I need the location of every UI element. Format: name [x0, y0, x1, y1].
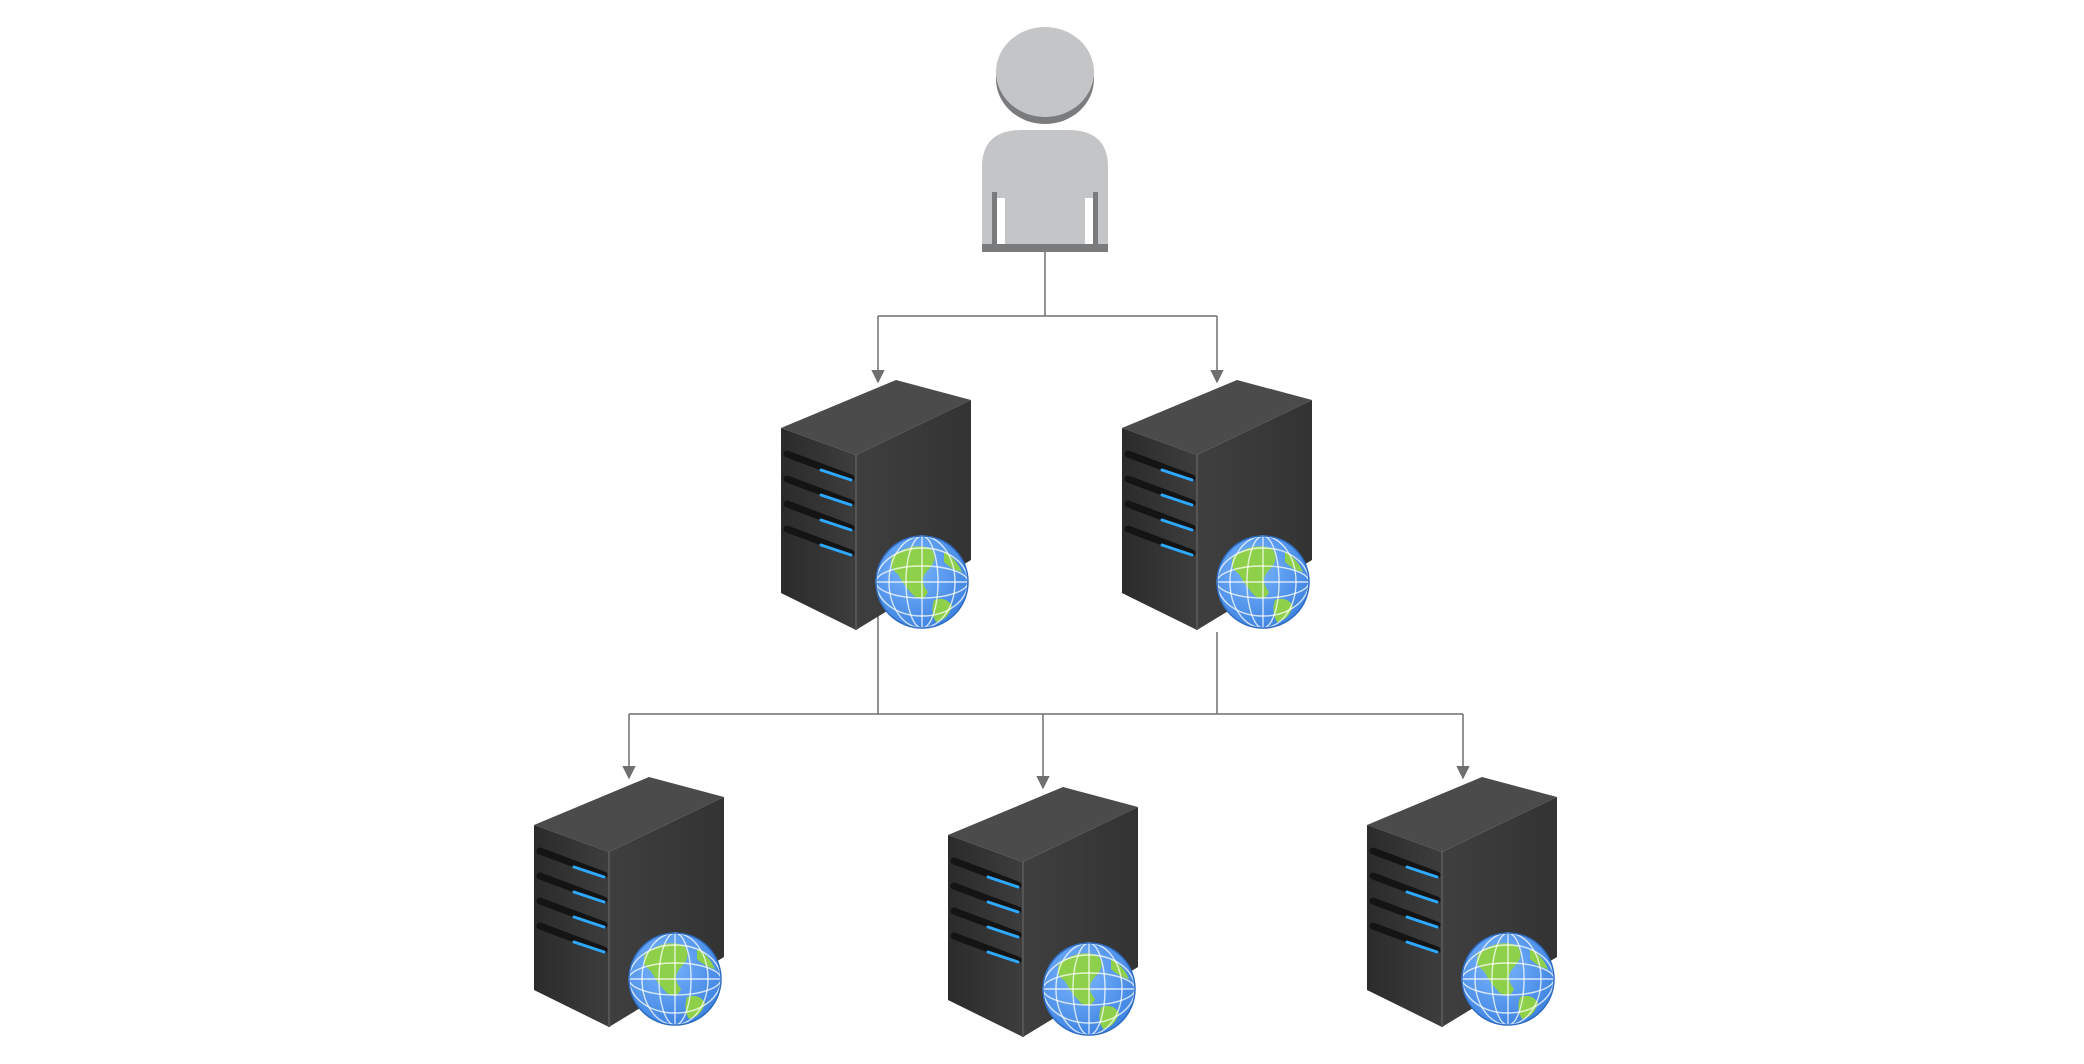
web-server-icon[interactable] — [781, 380, 971, 630]
connectors — [622, 249, 1470, 790]
web-server-icon[interactable] — [1367, 777, 1557, 1027]
web-server-icon[interactable] — [534, 777, 724, 1027]
user-icon[interactable] — [982, 27, 1108, 252]
web-server-icon[interactable] — [948, 787, 1138, 1037]
web-server-icon[interactable] — [1122, 380, 1312, 630]
nodes — [534, 27, 1557, 1037]
